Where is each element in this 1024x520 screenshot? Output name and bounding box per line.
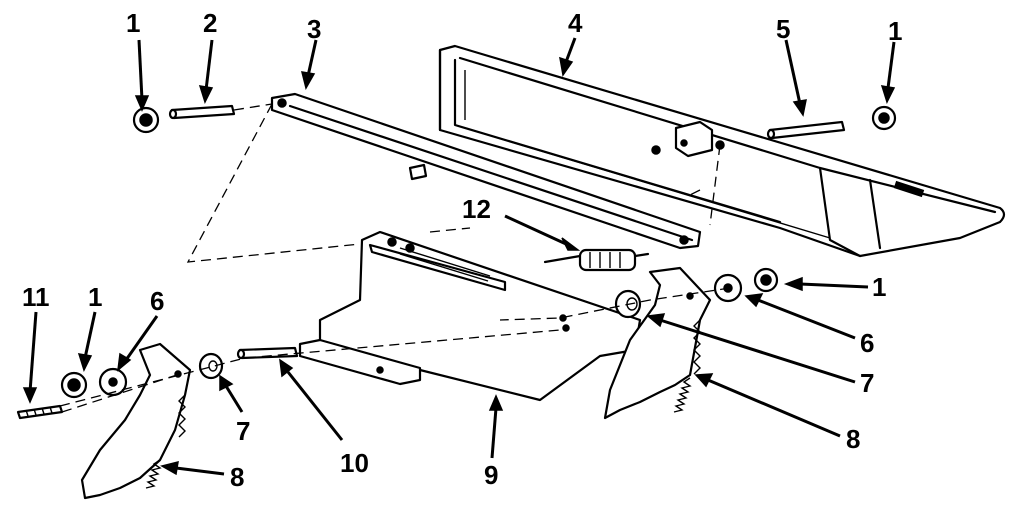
callout-labels: 1 2 3 4 5 1 12 1 6 7 8 11 1 6 7 8 10 9 bbox=[22, 8, 902, 492]
callout-1-top-right: 1 bbox=[888, 16, 902, 46]
part-nut-right bbox=[753, 267, 779, 293]
callout-arrows bbox=[22, 37, 896, 476]
part-washer-left bbox=[98, 367, 128, 397]
callout-4: 4 bbox=[568, 8, 583, 38]
callout-1-right: 1 bbox=[872, 272, 886, 302]
callout-5: 5 bbox=[776, 14, 790, 44]
callout-8-left: 8 bbox=[230, 462, 244, 492]
callout-3: 3 bbox=[307, 14, 321, 44]
part-nut-left bbox=[60, 371, 88, 399]
part-pin-2 bbox=[168, 104, 236, 120]
callout-10: 10 bbox=[340, 448, 369, 478]
callout-1-left: 1 bbox=[88, 282, 102, 312]
callout-2: 2 bbox=[203, 8, 217, 38]
part-pawl-left bbox=[80, 342, 192, 500]
callout-6-left: 6 bbox=[150, 286, 164, 316]
callout-12: 12 bbox=[462, 194, 491, 224]
part-nut-top-left bbox=[132, 106, 160, 134]
callout-9: 9 bbox=[484, 460, 498, 490]
callout-6-right: 6 bbox=[860, 328, 874, 358]
part-pin-lower bbox=[236, 346, 299, 360]
part-spreader-arm bbox=[270, 92, 702, 250]
part-pawl-right bbox=[603, 266, 712, 420]
callout-7-left: 7 bbox=[236, 416, 250, 446]
part-pin-11 bbox=[16, 404, 64, 420]
part-pin-5 bbox=[766, 120, 846, 140]
assembly-lines bbox=[59, 103, 731, 413]
part-spring bbox=[543, 248, 650, 272]
callout-11: 11 bbox=[22, 282, 50, 312]
part-nut-top-right bbox=[871, 105, 897, 131]
callout-1-top-left: 1 bbox=[126, 8, 140, 38]
callout-8-right: 8 bbox=[846, 424, 860, 454]
part-spacer-left bbox=[198, 352, 224, 380]
callout-7-right: 7 bbox=[860, 368, 874, 398]
part-blade-guard-housing bbox=[438, 44, 1006, 258]
